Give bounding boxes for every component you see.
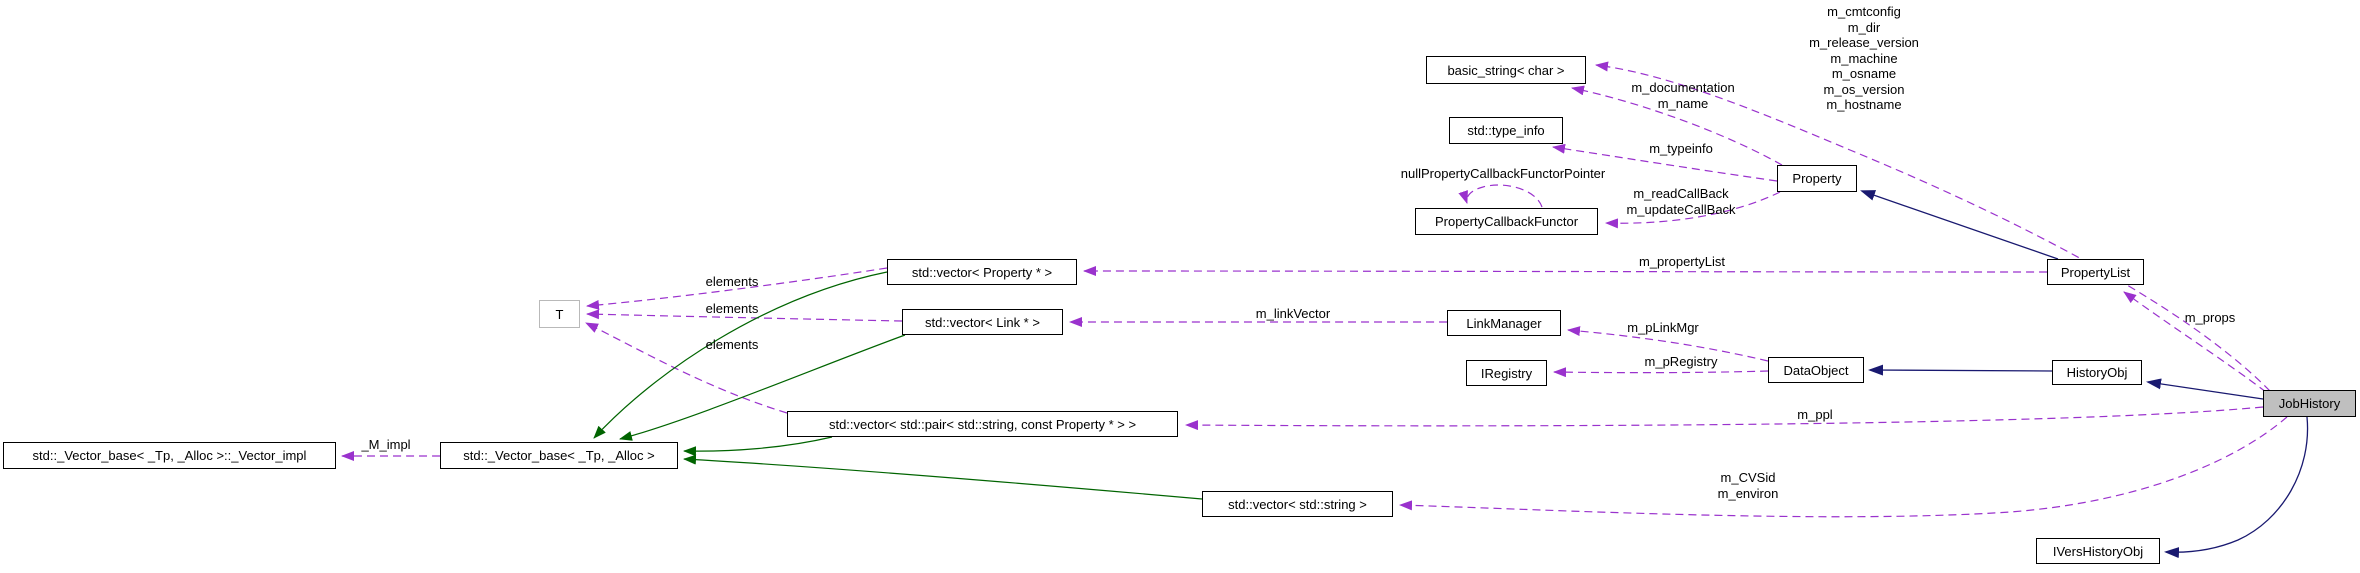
class-node-job-history-focus: JobHistory	[2263, 390, 2356, 417]
class-node-property[interactable]: Property	[1777, 165, 1857, 192]
class-node-vector-link[interactable]: std::vector< Link * >	[902, 309, 1063, 335]
edge-pcf-self-loop	[1458, 184, 1543, 208]
edge-vectorproperty-to-t	[586, 267, 888, 310]
edge-label-elements-1: elements	[705, 274, 759, 289]
edge-label-m-linkvector: m_linkVector	[1255, 306, 1331, 321]
edge-label-jobhistory-members: m_cmtconfig m_dir m_release_version m_ma…	[1789, 4, 1939, 113]
class-node-vector-base-impl[interactable]: std::_Vector_base< _Tp, _Alloc >::_Vecto…	[3, 442, 336, 469]
edge-jobhistory-to-historyobj	[2146, 378, 2264, 400]
edge-label-line: m_machine	[1830, 50, 1898, 66]
edge-label-line: m_release_version	[1809, 35, 1919, 50]
edge-label-m-ppl: m_ppl	[1797, 407, 1833, 422]
edge-label-m-props: m_props	[2184, 310, 2236, 325]
edge-dataobject-to-iregistry	[1553, 367, 1769, 378]
edge-label-property-name-doc: m_documentation m_name	[1608, 80, 1758, 112]
edge-label-line: m_os_version	[1823, 81, 1905, 97]
edge-vectorlink-to-vectorbase	[619, 334, 906, 441]
edge-vectorstring-to-vectorbase	[683, 454, 1203, 500]
class-node-property-list[interactable]: PropertyList	[2047, 259, 2144, 285]
edge-property-to-basicstring	[1571, 85, 1783, 166]
class-node-vector-property[interactable]: std::vector< Property * >	[887, 259, 1077, 285]
edge-label-m-impl: _M_impl	[361, 437, 411, 452]
class-node-property-callback-functor[interactable]: PropertyCallbackFunctor	[1415, 208, 1598, 235]
edge-jobhistory-to-propertylist	[2123, 291, 2267, 393]
edge-label-callbacks: m_readCallBack m_updateCallBack	[1601, 186, 1761, 218]
edge-vectorpair-to-vectorbase	[683, 436, 833, 457]
edge-vectorproperty-to-vectorbase	[593, 271, 888, 439]
class-node-template-param-t: T	[539, 300, 580, 328]
class-node-history-obj[interactable]: HistoryObj	[2052, 360, 2142, 385]
edge-label-line: m_hostname	[1826, 97, 1902, 112]
edge-label-null-pcf-pointer: nullPropertyCallbackFunctorPointer	[1400, 166, 1606, 181]
edge-propertylist-to-property	[1860, 190, 2059, 260]
class-node-basic-string[interactable]: basic_string< char >	[1426, 56, 1586, 84]
edge-jobhistory-to-ivershistoryobj	[2164, 416, 2309, 559]
edge-historyobj-to-dataobject	[1868, 364, 2053, 376]
edge-property-to-pcf	[1605, 191, 1781, 229]
class-node-vector-string[interactable]: std::vector< std::string >	[1202, 491, 1393, 517]
edge-jobhistory-to-vectorpair	[1185, 406, 2264, 431]
edge-jobhistory-to-vectorstring	[1399, 416, 2288, 518]
edge-label-line: m_documentation	[1631, 80, 1735, 95]
edge-property-to-typeinfo	[1552, 143, 1778, 182]
edge-label-line: m_name	[1657, 96, 1709, 111]
edge-label-line: m_readCallBack	[1633, 186, 1729, 201]
class-node-iregistry[interactable]: IRegistry	[1466, 360, 1547, 386]
edge-label-elements-2: elements	[705, 301, 759, 316]
class-node-vector-base[interactable]: std::_Vector_base< _Tp, _Alloc >	[440, 442, 678, 469]
edge-label-line: m_environ	[1717, 486, 1779, 501]
edge-label-line: m_updateCallBack	[1626, 202, 1736, 217]
class-node-type-info[interactable]: std::type_info	[1449, 117, 1563, 144]
edge-label-cvsid-environ: m_CVSid m_environ	[1668, 470, 1828, 502]
class-node-vector-pair[interactable]: std::vector< std::pair< std::string, con…	[787, 411, 1178, 437]
edge-label-line: m_CVSid	[1720, 470, 1776, 485]
edge-label-elements-3: elements	[705, 337, 759, 352]
class-node-link-manager[interactable]: LinkManager	[1447, 310, 1561, 336]
edge-label-m-plinkmgr: m_pLinkMgr	[1627, 320, 1699, 335]
class-node-ivers-history-obj[interactable]: IVersHistoryObj	[2036, 538, 2160, 564]
edge-label-line: m_dir	[1847, 19, 1881, 35]
edge-jobhistory-to-basicstring	[1595, 61, 2271, 392]
edge-label-m-typeinfo: m_typeinfo	[1649, 141, 1713, 156]
edge-propertylist-to-vectorproperty	[1083, 266, 2048, 277]
class-node-data-object[interactable]: DataObject	[1768, 357, 1864, 383]
edge-label-line: m_cmtconfig	[1827, 4, 1901, 19]
edge-label-m-propertylist: m_propertyList	[1639, 254, 1725, 269]
edge-label-line: m_osname	[1831, 66, 1897, 81]
edge-vectorlink-to-t	[586, 309, 903, 322]
edge-label-m-pregistry: m_pRegistry	[1644, 354, 1718, 369]
